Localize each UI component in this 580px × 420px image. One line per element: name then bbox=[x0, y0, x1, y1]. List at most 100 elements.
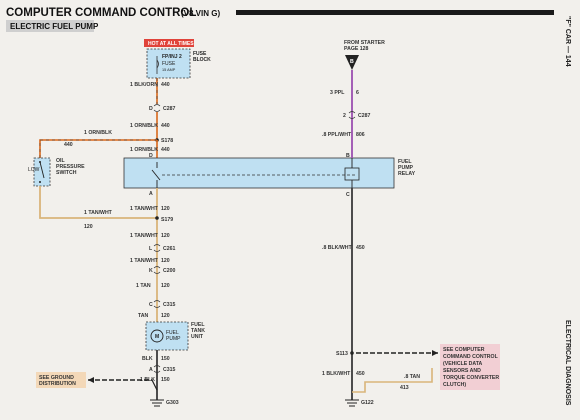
wire-number: 150 bbox=[161, 377, 170, 383]
wire-label: 1 ORN/BLK bbox=[130, 123, 158, 129]
wire-label: 1 TAN bbox=[136, 283, 151, 289]
connector-label: C287 bbox=[163, 106, 176, 112]
pump-inner-1: FUEL bbox=[166, 330, 179, 336]
wire-label: 1 ORN/BLK bbox=[130, 147, 158, 153]
wire-label: 1 TAN/WHT bbox=[130, 206, 159, 212]
ccc-note-4: SENSORS AND bbox=[443, 368, 481, 374]
pin-label: K bbox=[149, 268, 153, 274]
ground-label: G122 bbox=[361, 400, 374, 406]
wire-label: 1 TAN/WHT bbox=[130, 233, 159, 239]
pump-label-2: TANK bbox=[191, 328, 205, 334]
pump-label-3: UNIT bbox=[191, 334, 204, 340]
side-section-label: ELECTRICAL DIAGNOSIS bbox=[564, 320, 571, 406]
connector-icon bbox=[348, 111, 356, 119]
ground-icon bbox=[150, 399, 164, 407]
relay-label-3: RELAY bbox=[398, 171, 416, 177]
fuse-block-label-2: BLOCK bbox=[193, 57, 211, 63]
splice-label: S178 bbox=[161, 138, 173, 144]
ccc-note-1: SEE COMPUTER bbox=[443, 347, 485, 353]
relay-switch-icon bbox=[151, 169, 161, 181]
oil-pressure-switch bbox=[33, 157, 51, 187]
connector-icon bbox=[153, 244, 161, 252]
wire-label: 3 PPL bbox=[330, 90, 345, 96]
pump-motor-icon bbox=[150, 329, 164, 343]
fuel-pump-relay bbox=[123, 157, 395, 189]
connector-icon bbox=[153, 266, 161, 274]
wire-label: 1 ORN/BLK bbox=[84, 130, 112, 136]
fuse-icon bbox=[156, 59, 159, 69]
pin-label: C bbox=[149, 302, 153, 308]
connector-label: C315 bbox=[163, 367, 176, 373]
section-title: ELECTRIC FUEL PUMP bbox=[10, 22, 99, 31]
ccc-note-2: COMMAND CONTROL bbox=[443, 354, 499, 360]
connector-b-label: B bbox=[350, 59, 354, 65]
ground-note-box[interactable] bbox=[36, 372, 86, 388]
hot-label: HOT AT ALL TIMES bbox=[148, 41, 194, 47]
ccc-note-3: (VEHICLE DATA bbox=[443, 361, 483, 367]
wire-number: 6 bbox=[356, 90, 359, 96]
pin-label: 2 bbox=[343, 113, 346, 119]
wire-413 bbox=[352, 368, 433, 393]
wire-120-left bbox=[39, 186, 157, 219]
connector-b-arrow bbox=[345, 55, 359, 70]
connector-label: C261 bbox=[163, 246, 176, 252]
pin-label: B bbox=[346, 153, 350, 159]
wire-label: 1 TAN/WHT bbox=[130, 258, 159, 264]
pin-label: D bbox=[149, 106, 153, 112]
starter-label-2: PAGE 128 bbox=[344, 46, 369, 52]
pin-label: L bbox=[149, 246, 153, 252]
fuel-pump-unit bbox=[145, 321, 189, 351]
ground-label: G303 bbox=[166, 400, 179, 406]
splice-s179 bbox=[155, 216, 159, 220]
svg-text:M: M bbox=[155, 334, 159, 340]
switch-icon bbox=[39, 161, 45, 179]
connector-icon bbox=[153, 300, 161, 308]
wire-label: BLK bbox=[142, 356, 153, 362]
wire-number: 450 bbox=[356, 371, 365, 377]
header-rule bbox=[236, 10, 554, 15]
page-title: COMPUTER COMMAND CONTROL bbox=[6, 7, 196, 19]
page-subtitle: (V8 VIN G) bbox=[181, 9, 220, 18]
fuse-block bbox=[146, 48, 191, 79]
connector-label: C315 bbox=[163, 302, 176, 308]
wire-number: 440 bbox=[64, 142, 73, 148]
wire-number: 806 bbox=[356, 132, 365, 138]
connector-icon bbox=[153, 365, 161, 373]
side-page-label: "F" CAR — 144 bbox=[564, 16, 571, 67]
starter-label-1: FROM STARTER bbox=[344, 40, 385, 46]
pin-label: D bbox=[149, 153, 153, 159]
wire-label: .8 TAN bbox=[404, 374, 420, 380]
splice-s113 bbox=[350, 351, 354, 355]
ground-note-2: DISTRIBUTION bbox=[39, 381, 76, 387]
oil-label-2: PRESSURE bbox=[56, 164, 85, 170]
pin-label: A bbox=[149, 191, 153, 197]
wire-number: 440 bbox=[161, 82, 170, 88]
wire-number: 120 bbox=[161, 258, 170, 264]
ground-icon bbox=[345, 399, 359, 407]
wire-label: .8 PPL/WHT bbox=[322, 132, 352, 138]
wire-number: 120 bbox=[84, 224, 93, 230]
wire-label: .8 BLK/WHT bbox=[322, 245, 353, 251]
wire-number: 120 bbox=[161, 313, 170, 319]
ccc-note-box[interactable] bbox=[440, 344, 500, 390]
wire-label: 1 TAN/WHT bbox=[84, 210, 113, 216]
ccc-note-5: TORQUE CONVERTER bbox=[443, 375, 499, 381]
hot-label-box bbox=[144, 39, 194, 47]
splice-label: S179 bbox=[161, 217, 173, 223]
low-label: LOW bbox=[28, 167, 40, 173]
oil-label-3: SWITCH bbox=[56, 170, 77, 176]
connector-icon bbox=[153, 104, 161, 112]
pin-label: A bbox=[149, 367, 153, 373]
wire-label: 1 BLK/ORN bbox=[130, 82, 158, 88]
pin-label: C bbox=[346, 192, 350, 198]
wire-label: TAN bbox=[138, 313, 149, 319]
fuse-block-label-1: FUSE bbox=[193, 51, 207, 57]
section-tab bbox=[6, 20, 94, 32]
ccc-note-6: CLUTCH) bbox=[443, 382, 466, 388]
wire-number: 120 bbox=[161, 283, 170, 289]
oil-label-1: OIL bbox=[56, 158, 65, 164]
pump-label-1: FUEL bbox=[191, 322, 205, 328]
wire-number: 120 bbox=[161, 206, 170, 212]
pump-inner-2: PUMP bbox=[166, 336, 181, 342]
